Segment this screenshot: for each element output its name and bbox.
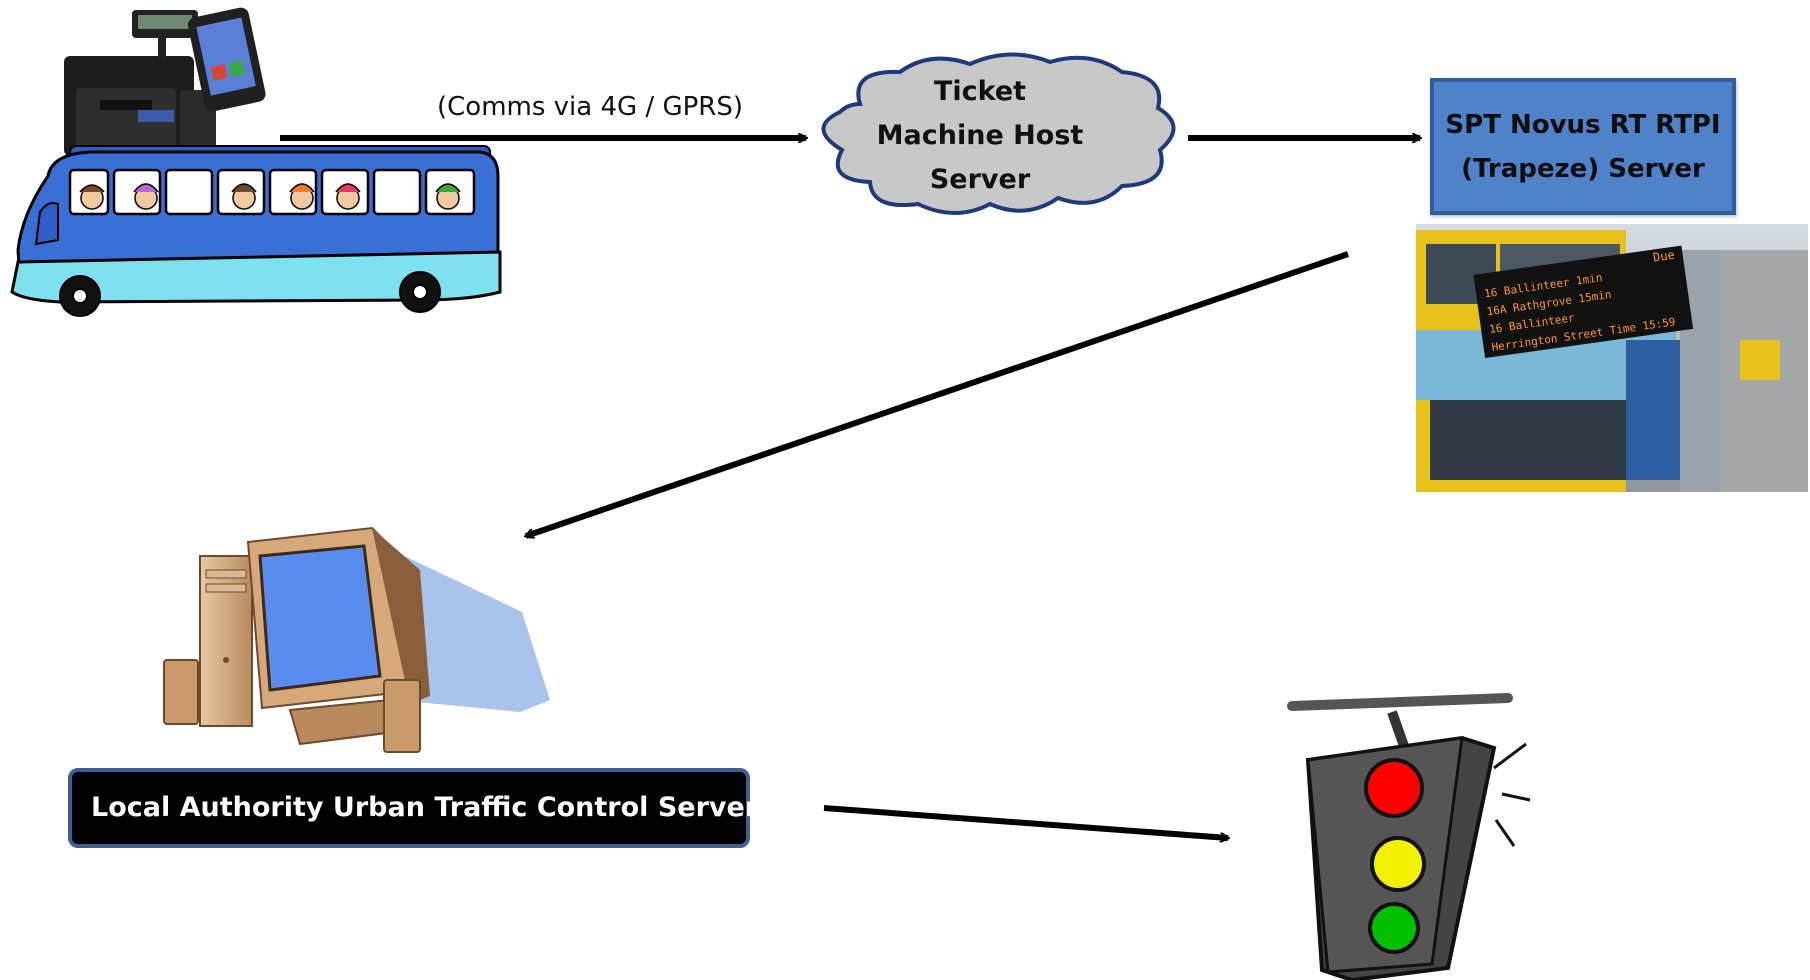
bus-icon: [10, 145, 502, 317]
rtpi-server-label-line-1: SPT Novus RT RTPI: [1445, 110, 1721, 140]
cloud-icon: [821, 52, 1176, 215]
ticket-host-label-line-3: Server: [929, 164, 1031, 195]
rtpi-server-box: [1430, 78, 1736, 215]
bus-stop-display-header: Due: [1652, 248, 1675, 265]
arrow-rtpi-to-utc: [526, 251, 1349, 536]
utc-server-box: [68, 768, 750, 848]
rtpi-server-label: SPT Novus RT RTPI (Trapeze) Server: [1430, 103, 1736, 191]
ticket-machine-icon: [64, 7, 266, 156]
arrow-utc-to-traffic-light: [823, 805, 1228, 838]
rtpi-server-label-line-2: (Trapeze) Server: [1461, 154, 1705, 184]
bus-stop-photo-icon: 16 Ballinteer 1min 16A Rathgrove 15min 1…: [1416, 224, 1808, 492]
ticket-host-label: Ticket Machine Host Server: [845, 70, 1115, 202]
ticket-host-label-line-2: Machine Host: [876, 120, 1084, 151]
comms-label: (Comms via 4G / GPRS): [437, 92, 743, 122]
desktop-computer-icon: [163, 526, 550, 753]
utc-server-label: Local Authority Urban Traffic Control Se…: [91, 792, 759, 823]
traffic-light-icon: [1287, 693, 1531, 980]
ticket-host-label-line-1: Ticket: [933, 76, 1027, 107]
